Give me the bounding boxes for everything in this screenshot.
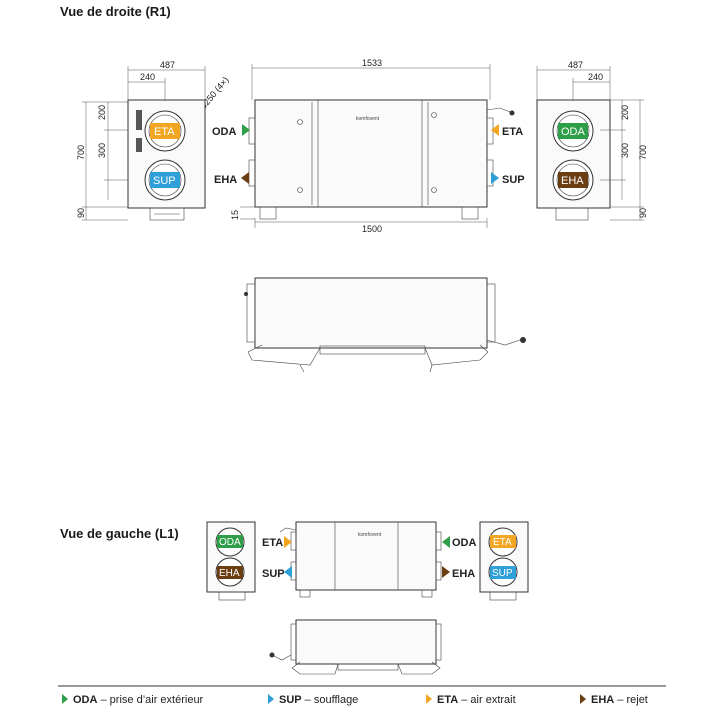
legend-item-eha: EHA – rejet bbox=[591, 694, 648, 706]
l1-tag-eta: ETA bbox=[262, 537, 283, 549]
l1-port-label-eta: ETA bbox=[493, 537, 512, 548]
port-label-sup: SUP bbox=[153, 175, 176, 187]
arrow-oda bbox=[242, 124, 250, 136]
dim-height-right: 700 bbox=[638, 145, 648, 160]
tag-eta-front: ETA bbox=[502, 126, 523, 138]
arrow-eta bbox=[491, 124, 499, 136]
l1-tag-sup: SUP bbox=[262, 568, 285, 580]
port-badge-oda bbox=[558, 123, 588, 139]
title-left-view: Vue de gauche (L1) bbox=[60, 526, 179, 541]
l1-front-view: komfovent ETA SUP ODA EHA bbox=[262, 521, 477, 598]
r1-right-end-view: 487 240 ODA EHA 700 90 200 300 bbox=[536, 60, 648, 221]
arrow-sup bbox=[491, 172, 499, 184]
dim-port-lower-right: 300 bbox=[620, 143, 630, 158]
port-badge-sup bbox=[150, 172, 180, 188]
r1-left-end-view: 487 240 700 90 200 300 ⌀250 (4×) ETA SUP bbox=[76, 60, 231, 221]
l1-arrow-eha bbox=[442, 566, 450, 578]
r1-top-view bbox=[244, 277, 526, 373]
legend-item-oda: ODA – prise d’air extérieur bbox=[73, 694, 204, 706]
legend-arrow-oda bbox=[62, 694, 68, 704]
legend-arrow-sup bbox=[268, 694, 274, 704]
brand-front: komfovent bbox=[356, 116, 380, 122]
l1-port-badge-eha bbox=[217, 566, 243, 579]
tag-oda-front: ODA bbox=[212, 126, 237, 138]
l1-left-end-view: ODA EHA bbox=[206, 521, 256, 601]
port-label-eta: ETA bbox=[154, 126, 175, 138]
dim-length-body: 1500 bbox=[362, 224, 382, 234]
legend-item-eta: ETA – air extrait bbox=[437, 694, 516, 706]
dim-side-width: 487 bbox=[160, 60, 175, 70]
l1-arrow-sup bbox=[284, 566, 292, 578]
port-badge-eta bbox=[150, 123, 180, 139]
arrow-eha bbox=[241, 172, 249, 184]
tag-sup-front: SUP bbox=[502, 174, 525, 186]
port-label-oda: ODA bbox=[561, 126, 586, 138]
dim-height: 700 bbox=[76, 145, 86, 160]
dim-port-lower: 300 bbox=[97, 143, 107, 158]
l1-tag-eha: EHA bbox=[452, 568, 475, 580]
l1-port-label-eha: EHA bbox=[219, 568, 240, 579]
legend-arrow-eta bbox=[426, 694, 432, 704]
l1-port-label-sup: SUP bbox=[492, 568, 513, 579]
dim-base: 90 bbox=[76, 208, 86, 218]
dim-foot: 15 bbox=[230, 210, 240, 220]
brand-l1: komfovent bbox=[358, 532, 382, 538]
r1-front-view: 1533 komfovent 1500 15 ODA EHA ETA SUP bbox=[212, 58, 525, 234]
legend-arrow-eha bbox=[580, 694, 586, 704]
port-badge-eha bbox=[558, 172, 588, 188]
dim-base-right: 90 bbox=[638, 208, 648, 218]
l1-arrow-eta bbox=[284, 536, 292, 548]
l1-port-badge-sup bbox=[490, 566, 516, 579]
title-right-view: Vue de droite (R1) bbox=[60, 4, 171, 19]
dim-port-upper: 200 bbox=[97, 105, 107, 120]
legend-item-sup: SUP – soufflage bbox=[279, 694, 358, 706]
port-label-eha: EHA bbox=[561, 175, 584, 187]
l1-right-end-view: ETA SUP bbox=[479, 521, 529, 601]
dim-side-width-right: 487 bbox=[568, 60, 583, 70]
tag-eha-front: EHA bbox=[214, 174, 237, 186]
dim-port-offset-right: 240 bbox=[588, 72, 603, 82]
dim-port-offset: 240 bbox=[140, 72, 155, 82]
l1-port-label-oda: ODA bbox=[219, 537, 241, 548]
l1-arrow-oda bbox=[442, 536, 450, 548]
dim-length-total: 1533 bbox=[362, 58, 382, 68]
legend: ODA – prise d’air extérieur SUP – souffl… bbox=[62, 694, 648, 706]
l1-top-view bbox=[269, 619, 442, 675]
l1-tag-oda: ODA bbox=[452, 537, 477, 549]
dim-port-upper-right: 200 bbox=[620, 105, 630, 120]
l1-port-badge-eta bbox=[490, 535, 516, 548]
l1-port-badge-oda bbox=[217, 535, 243, 548]
